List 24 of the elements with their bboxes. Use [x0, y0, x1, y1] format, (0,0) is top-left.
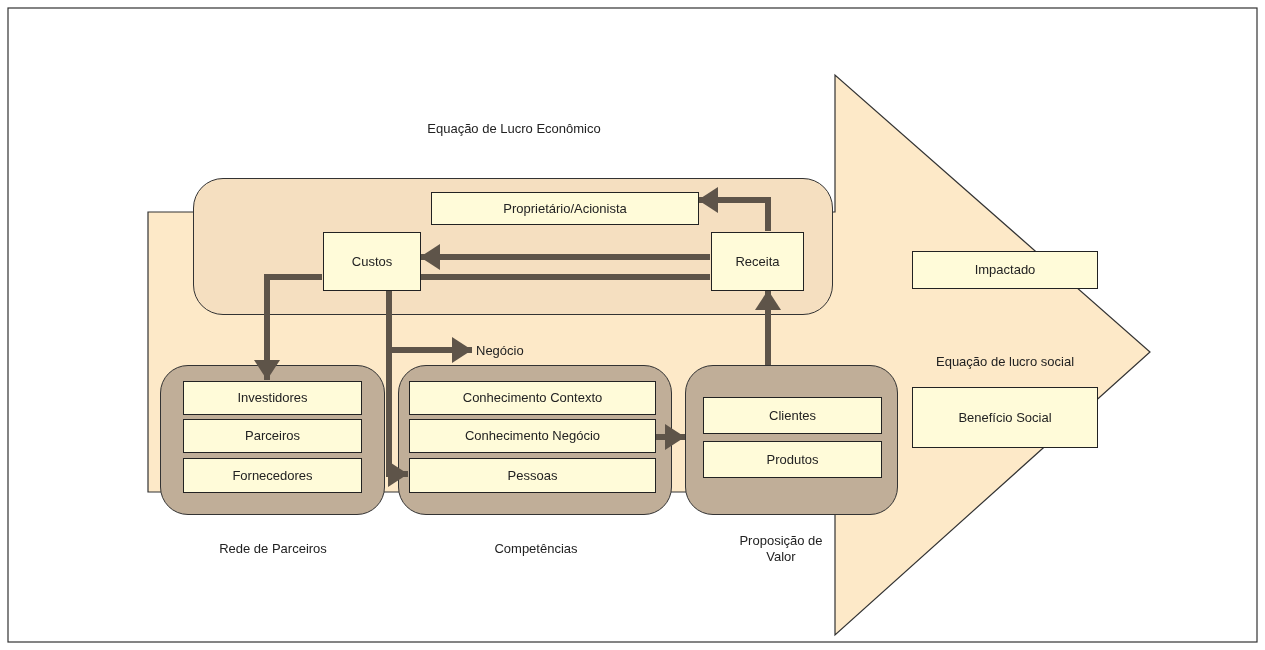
label-box: Produtos	[703, 441, 882, 478]
label-box: Benefício Social	[912, 387, 1098, 448]
label-box: Impactado	[912, 251, 1098, 289]
group-heading: Equação de Lucro Econômico	[426, 121, 602, 137]
label-box: Investidores	[183, 381, 362, 415]
label-box: Clientes	[703, 397, 882, 434]
annotation-text: Equação de lucro social	[935, 354, 1075, 371]
label-box: Conhecimento Negócio	[409, 419, 656, 453]
arrow	[755, 290, 781, 365]
label-box: Conhecimento Contexto	[409, 381, 656, 415]
arrow	[254, 274, 322, 380]
label-box: Proprietário/Acionista	[431, 192, 699, 225]
label-box: Fornecedores	[183, 458, 362, 493]
label-box: Custos	[323, 232, 421, 291]
arrow-target-label: Negócio	[476, 340, 566, 360]
group-heading: Competências	[493, 541, 579, 557]
group-heading: Proposição de Valor	[738, 533, 824, 565]
arrow	[420, 244, 710, 270]
label-box: Pessoas	[409, 458, 656, 493]
arrow	[655, 424, 685, 450]
label-box: Parceiros	[183, 419, 362, 453]
arrow	[698, 187, 771, 231]
label-box: Receita	[711, 232, 804, 291]
group-heading: Rede de Parceiros	[218, 541, 328, 557]
